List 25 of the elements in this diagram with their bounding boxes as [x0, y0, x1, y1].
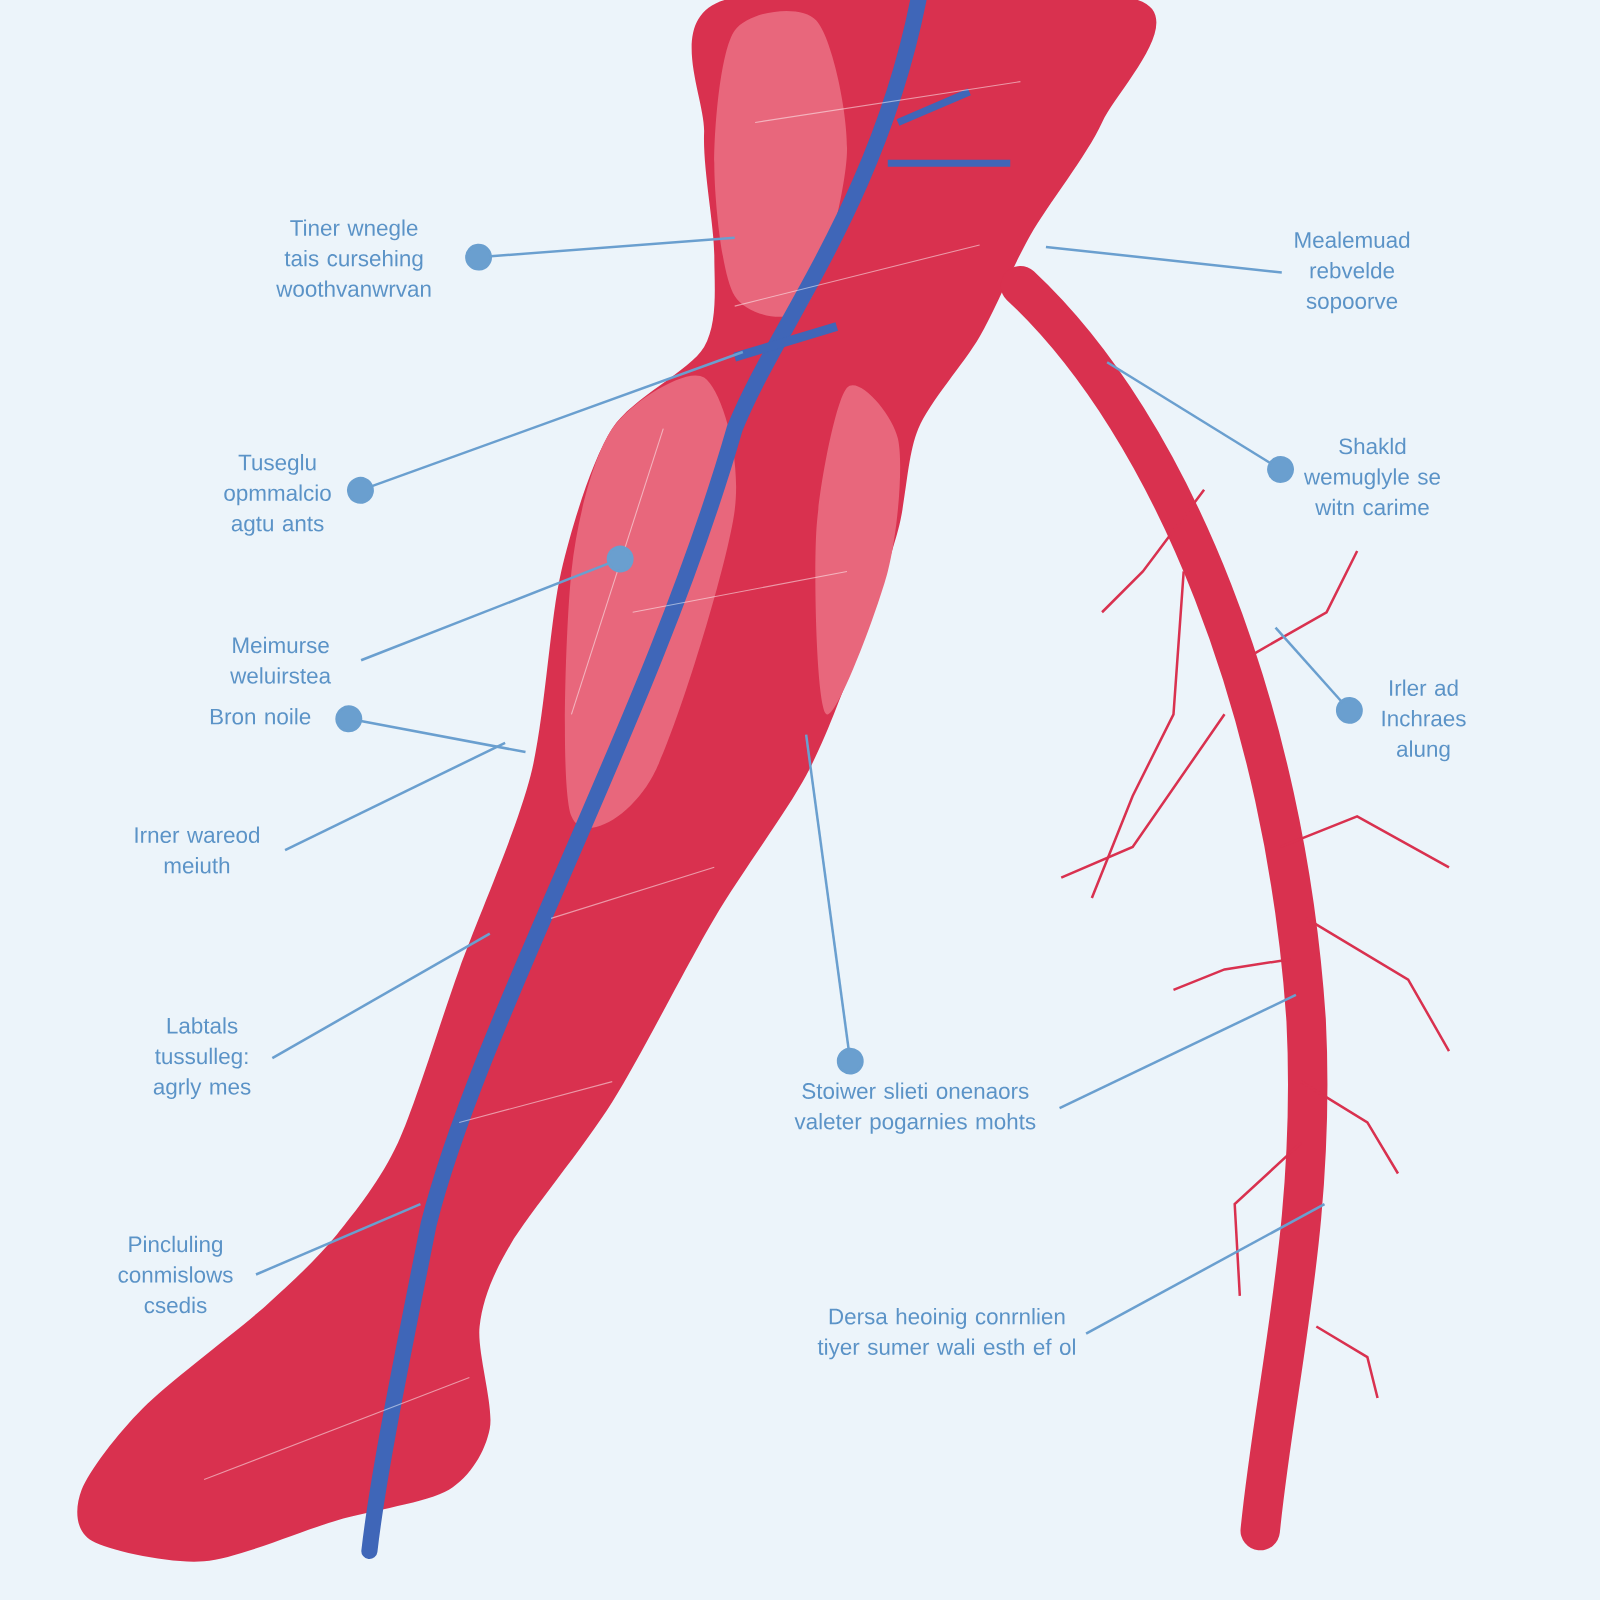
callout-text: Irler ad Inchraes alung [1382, 679, 1466, 762]
callout-text: Bron noile [210, 708, 311, 725]
leader-line [1045, 245, 1282, 274]
callout-text: Irner wareod meiuth [135, 826, 259, 874]
callout-text: Meimurse weluirstea [230, 636, 332, 684]
callout-text: Dersa heoinig conrnlien tiyer sumer wali esth ef ol [817, 1308, 1075, 1360]
callout-text: Shakld wemuglyle se witn carime [1303, 437, 1440, 516]
leader-line [1274, 626, 1363, 724]
callout-text: Pincluling conmislows csedis [118, 1235, 233, 1314]
leader-line [347, 350, 744, 504]
callout-text: Mealemuad rebvelde sopoorve [1295, 231, 1410, 314]
leader-line [271, 932, 491, 1060]
leader-line [360, 545, 634, 662]
callout-text: Tuseglu opmmalcio agtu ants [224, 453, 331, 536]
leader-line [284, 741, 506, 852]
callout-text: Stoiwer slieti onenaors valeter pogarnies mohts [794, 1082, 1036, 1134]
leader-line [465, 236, 735, 271]
leader-line [335, 705, 526, 754]
leader-line [1085, 1203, 1326, 1335]
leader-line [255, 1202, 421, 1276]
callout-text: Labtals tussulleg: agrly mes [153, 1017, 251, 1100]
callout-text: Tiner wnegle tais cursehing woothvanwrvan [276, 219, 431, 297]
leader-line [1059, 993, 1297, 1110]
leader-line [804, 734, 864, 1075]
leader-line [1106, 361, 1294, 483]
